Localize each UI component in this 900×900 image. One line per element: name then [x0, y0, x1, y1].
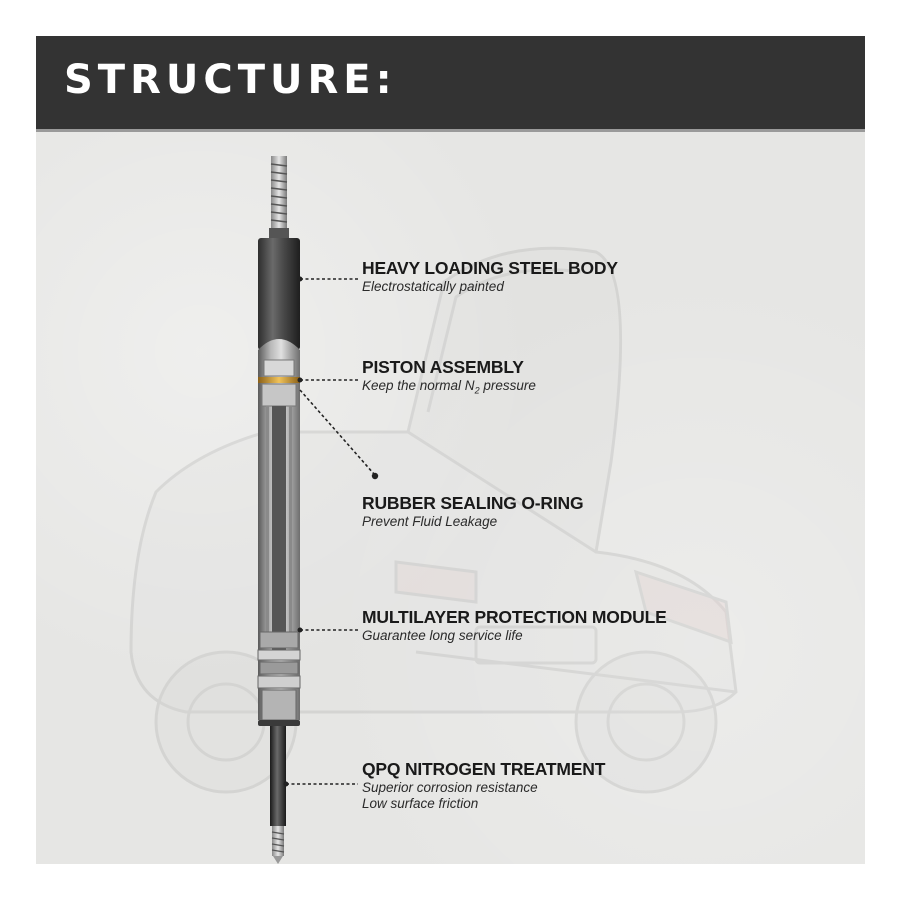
- callout-piston-assembly: PISTON ASSEMBLY Keep the normal N2 press…: [362, 357, 536, 399]
- header-bar: STRUCTURE:: [36, 36, 865, 132]
- callout-title: MULTILAYER PROTECTION MODULE: [362, 607, 667, 627]
- callout-qpq-treatment: QPQ NITROGEN TREATMENT Superior corrosio…: [362, 759, 605, 812]
- callout-subtitle: Superior corrosion resistance: [362, 780, 538, 795]
- callout-subtitle: Electrostatically painted: [362, 279, 504, 294]
- callout-subtitle: Prevent Fluid Leakage: [362, 514, 498, 529]
- inner-rod: [272, 406, 286, 656]
- callout-title: RUBBER SEALING O-RING: [362, 493, 584, 513]
- structure-panel: STRUCTURE:: [36, 36, 865, 864]
- leader-dot-qpq: [283, 781, 289, 787]
- o-ring: [258, 377, 300, 383]
- thread-end-top: [269, 156, 289, 238]
- callout-rubber-o-ring: RUBBER SEALING O-RING Prevent Fluid Leak…: [362, 493, 584, 530]
- callout-title: PISTON ASSEMBLY: [362, 357, 524, 377]
- callout-subtitle-2: Low surface friction: [362, 796, 479, 811]
- protection-module-stack: [257, 631, 301, 721]
- leader-dot-o-ring: [371, 472, 379, 480]
- subscript-two: 2: [474, 385, 480, 396]
- gas-strut-illustration: [257, 156, 301, 864]
- page-title: STRUCTURE:: [64, 57, 397, 103]
- thread-end-bottom: [271, 826, 285, 864]
- diagram-stage: HEAVY LOADING STEEL BODY Electrostatical…: [36, 132, 865, 864]
- leader-line-o-ring: [299, 389, 375, 475]
- leader-dot-protection-module: [297, 627, 303, 633]
- callout-subtitle-text: Keep the normal N: [362, 378, 475, 393]
- callout-subtitle: Guarantee long service life: [362, 628, 523, 643]
- callout-subtitle-text: pressure: [479, 378, 536, 393]
- callout-protection-module: MULTILAYER PROTECTION MODULE Guarantee l…: [362, 607, 667, 644]
- leader-dot-steel-body: [297, 276, 303, 282]
- callout-steel-body: HEAVY LOADING STEEL BODY Electrostatical…: [362, 258, 618, 295]
- leader-lines: [283, 276, 379, 787]
- piston-rod: [270, 726, 286, 826]
- callout-title: QPQ NITROGEN TREATMENT: [362, 759, 606, 779]
- callout-subtitle: Keep the normal N2 pressure: [362, 378, 536, 399]
- leader-dot-piston: [297, 377, 303, 383]
- callout-title: HEAVY LOADING STEEL BODY: [362, 258, 618, 278]
- steel-body: [258, 238, 300, 350]
